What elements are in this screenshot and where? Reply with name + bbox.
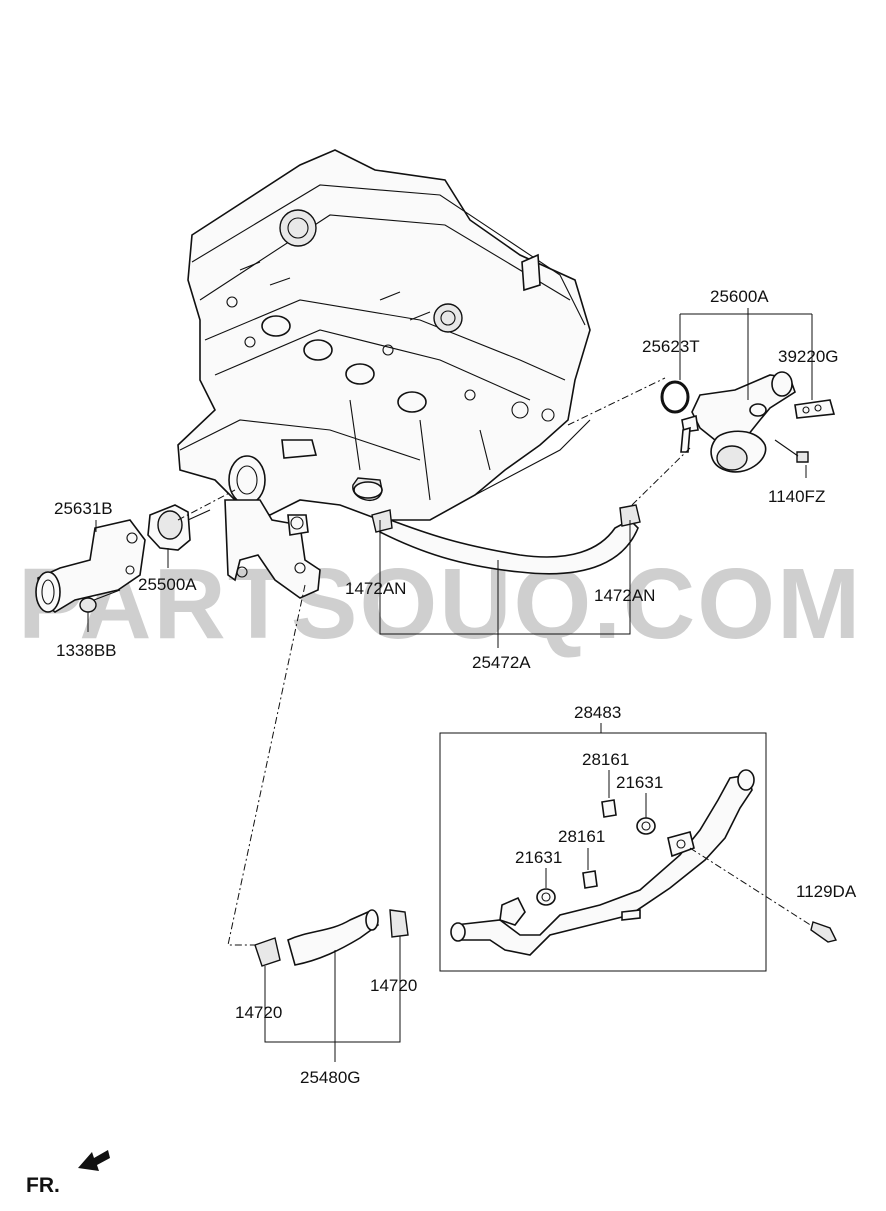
label-14720-right: 14720: [370, 976, 417, 995]
water-outlet-bracket: [224, 439, 321, 599]
bolt-1140FZ: [774, 439, 809, 463]
temp-sensor-39220G: [794, 399, 836, 419]
bolt-1129DA: [810, 921, 838, 943]
water-outlet-25600A: [660, 371, 796, 473]
pipe-assembly-box: [439, 732, 767, 972]
centerline-lower-hose: [227, 584, 306, 946]
label-1140FZ: 1140FZ: [768, 487, 825, 506]
label-28161-mid: 28161: [558, 827, 605, 846]
thermostat-25500A: [147, 504, 211, 551]
label-14720-left: 14720: [235, 1003, 282, 1022]
label-21631-mid: 21631: [515, 848, 562, 867]
label-1472AN-left: 1472AN: [345, 579, 406, 598]
thermostat-cover-25631B: [35, 519, 146, 613]
label-25631B: 25631B: [54, 499, 113, 518]
hose-25480G: [254, 909, 409, 967]
label-25480G: 25480G: [300, 1068, 361, 1087]
label-21631-top: 21631: [616, 773, 663, 792]
centerline-hose-outlet: [631, 447, 691, 506]
front-arrow-icon: [78, 1150, 110, 1171]
leader-lines: [87, 308, 813, 1062]
label-25472A: 25472A: [472, 653, 531, 672]
label-25500A: 25500A: [138, 575, 197, 594]
label-1338BB: 1338BB: [56, 641, 117, 660]
grommet-21631-mid: [536, 888, 556, 906]
centerline-pipe-bolt: [689, 847, 813, 927]
engine-assembly: [177, 149, 591, 521]
grommet-21631-top: [636, 817, 656, 835]
front-orientation: FR.: [26, 1150, 110, 1197]
centerline-outlet: [567, 377, 666, 426]
label-25600A: 25600A: [710, 287, 769, 306]
cap-28161-mid: [582, 870, 598, 889]
cap-28161-top: [601, 799, 617, 818]
water-pipe-28483: [450, 769, 755, 956]
label-39220G: 39220G: [778, 347, 839, 366]
label-28483: 28483: [574, 703, 621, 722]
watermark: PARTSOUQ.COM: [18, 548, 862, 660]
label-25623T: 25623T: [642, 337, 700, 356]
hose-25472A: [352, 477, 641, 575]
label-1472AN-right: 1472AN: [594, 586, 655, 605]
label-28161-top: 28161: [582, 750, 629, 769]
part-labels: 25600A 25623T 39220G 1140FZ 25631B 25500…: [54, 287, 857, 1087]
centerline-thermostat: [177, 489, 236, 521]
front-label: FR.: [26, 1174, 60, 1197]
label-1129DA: 1129DA: [796, 882, 857, 901]
